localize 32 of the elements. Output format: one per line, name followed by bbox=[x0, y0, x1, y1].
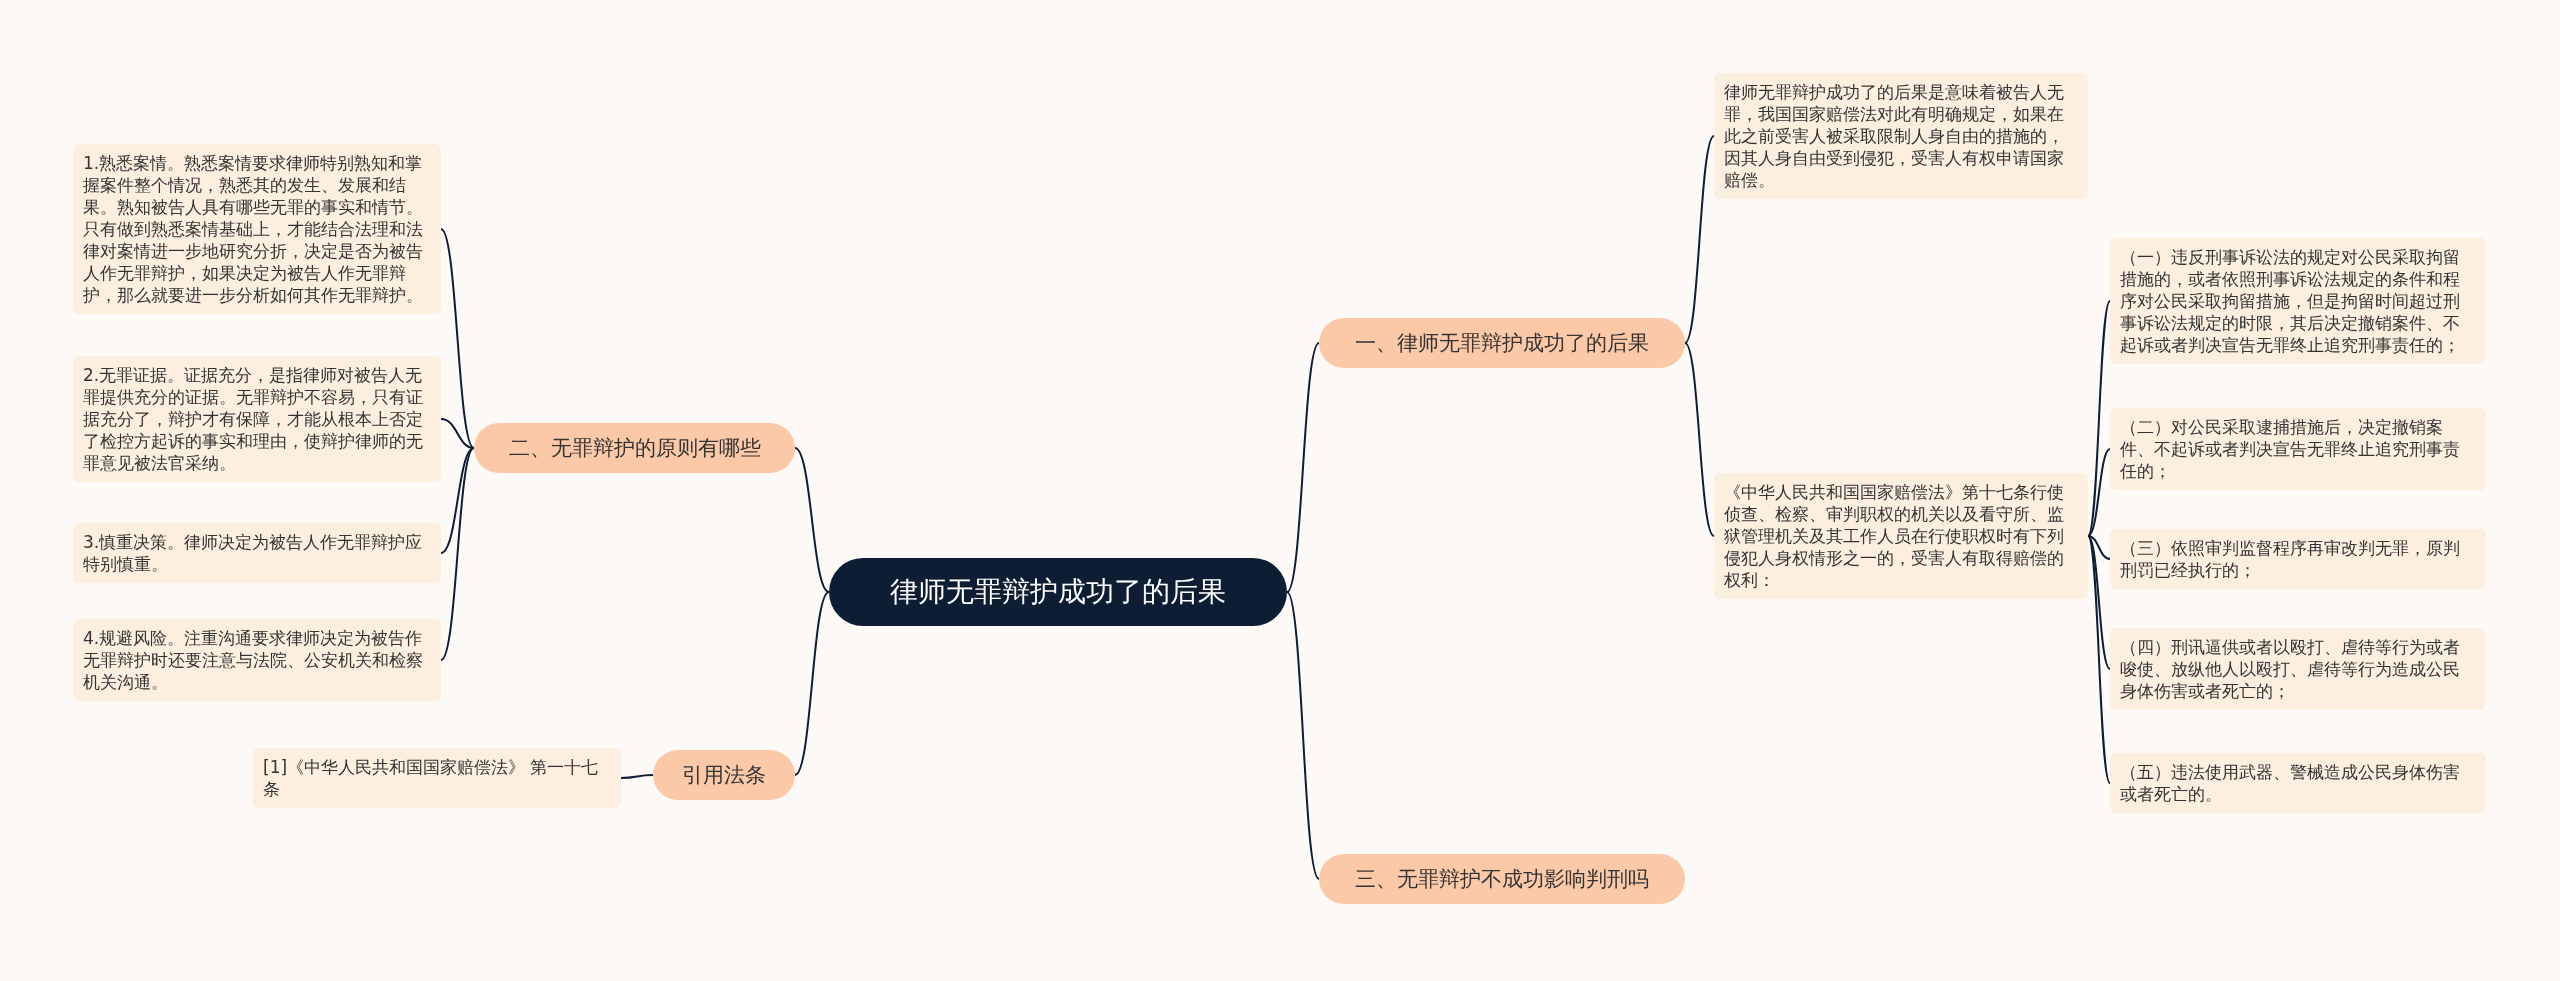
connector-line bbox=[440, 228, 475, 449]
connector-line bbox=[2087, 300, 2111, 537]
connector-line bbox=[2087, 535, 2111, 560]
note-card: （四）刑讯逼供或者以殴打、虐待等行为或者唆使、放纵他人以殴打、虐待等行为造成公民身体伤害或者死亡的； bbox=[2110, 628, 2486, 710]
connector-line bbox=[794, 447, 830, 593]
connector-line bbox=[440, 418, 475, 449]
note-card: 《中华人民共和国国家赔偿法》第十七条行使侦查、检察、审判职权的机关以及看守所、监狱管理机关及其工作人员在行使职权时有下列侵犯人身权情形之一的，受害人有取得赔偿的权利： bbox=[1714, 473, 2088, 599]
note-card: （一）违反刑事诉讼法的规定对公民采取拘留措施的，或者依照刑事诉讼法规定的条件和程序对公民采取拘留措施，但是拘留时间超过刑事诉讼法规定的时限，其后决定撤销案件、不起诉或者判决宣告无罪终止追究刑事责任的； bbox=[2110, 238, 2486, 364]
connector-line bbox=[1684, 135, 1715, 344]
central-topic: 律师无罪辩护成功了的后果 bbox=[829, 558, 1287, 626]
branch-topic: 引用法条 bbox=[653, 750, 795, 800]
connector-line bbox=[2087, 535, 2111, 784]
connector-line bbox=[1286, 342, 1320, 593]
note-card: （二）对公民采取逮捕措施后，决定撤销案件、不起诉或者判决宣告无罪终止追究刑事责任的； bbox=[2110, 408, 2486, 490]
connector-line bbox=[1684, 342, 1715, 537]
note-card: （五）违法使用武器、警械造成公民身体伤害或者死亡的。 bbox=[2110, 753, 2486, 813]
connector-line bbox=[794, 591, 830, 776]
branch-topic: 二、无罪辩护的原则有哪些 bbox=[474, 423, 795, 473]
note-card: （三）依照审判监督程序再审改判无罪，原判刑罚已经执行的； bbox=[2110, 529, 2486, 589]
note-card: 2.无罪证据。证据充分，是指律师对被告人无罪提供充分的证据。无罪辩护不容易，只有证据充分了，辩护才有保障，才能从根本上否定了检控方起诉的事实和理由，使辩护律师的无罪意见被法官采纳。 bbox=[73, 356, 441, 482]
connector-line bbox=[2087, 448, 2111, 537]
branch-topic: 一、律师无罪辩护成功了的后果 bbox=[1319, 318, 1685, 368]
connector-line bbox=[620, 774, 654, 779]
note-card: [1]《中华人民共和国国家赔偿法》 第一十七条 bbox=[253, 748, 621, 808]
note-card: 4.规避风险。注重沟通要求律师决定为被告作无罪辩护时还要注意与法院、公安机关和检察机关沟通。 bbox=[73, 619, 441, 701]
note-card: 1.熟悉案情。熟悉案情要求律师特别熟知和掌握案件整个情况，熟悉其的发生、发展和结果。熟知被告人具有哪些无罪的事实和情节。只有做到熟悉案情基础上，才能结合法理和法律对案情进一步地研究分折，决定是否为被告人作无罪辩护，如果决定为被告人作无罪辩护，那么就要进一步分析如何其作无罪辩护。 bbox=[73, 144, 441, 314]
branch-topic: 三、无罪辩护不成功影响判刑吗 bbox=[1319, 854, 1685, 904]
connector-line bbox=[1286, 591, 1320, 880]
note-card: 律师无罪辩护成功了的后果是意味着被告人无罪，我国国家赔偿法对此有明确规定，如果在此之前受害人被采取限制人身自由的措施的，因其人身自由受到侵犯，受害人有权申请国家赔偿。 bbox=[1714, 73, 2088, 199]
note-card: 3.慎重决策。律师决定为被告人作无罪辩护应特别慎重。 bbox=[73, 523, 441, 583]
connector-line bbox=[440, 447, 475, 661]
connector-line bbox=[2087, 535, 2111, 670]
